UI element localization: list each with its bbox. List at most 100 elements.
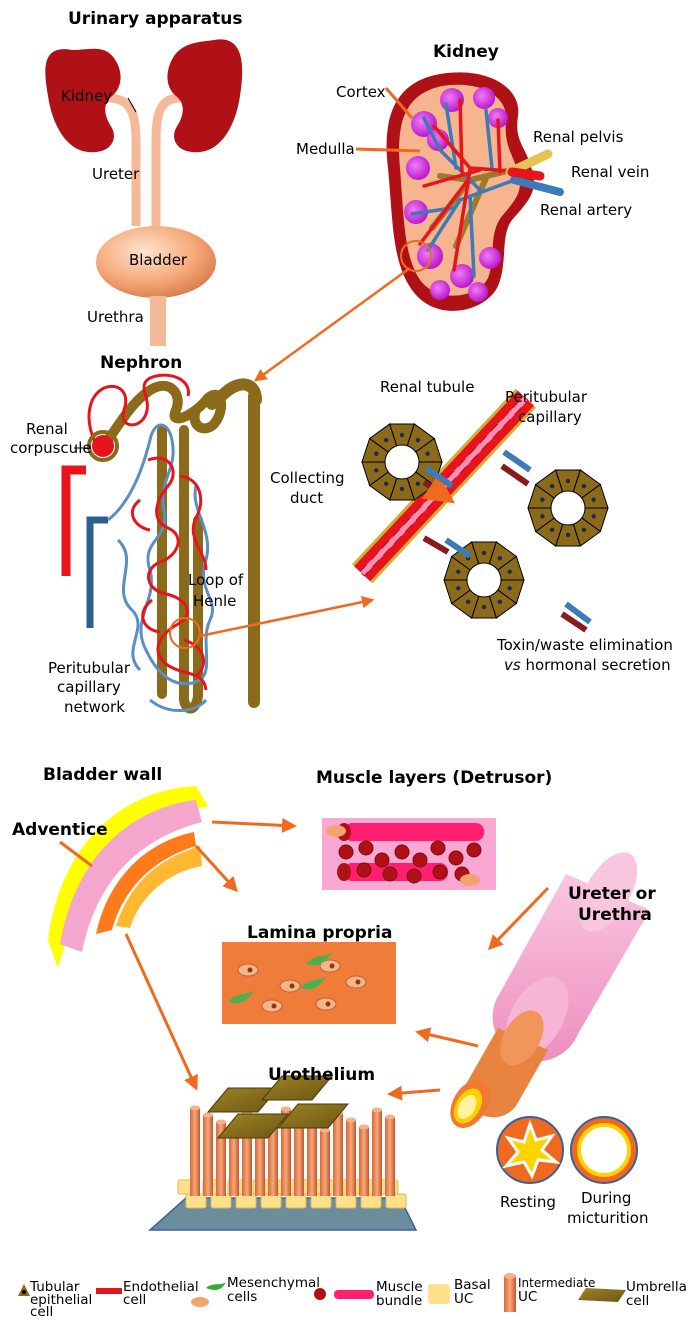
legend-muscle-2: bundle bbox=[376, 1294, 422, 1309]
peritubular-network-label-2: capillary bbox=[57, 679, 121, 696]
toxin-label-1: Toxin/waste elimination bbox=[497, 637, 673, 654]
legend-basal-2: UC bbox=[454, 1292, 473, 1307]
basal-cell bbox=[211, 1194, 231, 1208]
basal-cell bbox=[236, 1194, 256, 1208]
collecting-duct bbox=[212, 384, 256, 702]
ureter-urethra-label-1: Ureter or bbox=[568, 885, 656, 904]
muscle-cross-section bbox=[413, 853, 427, 867]
legend-endothelial-2: cell bbox=[123, 1293, 146, 1308]
kidney-label: Kidney bbox=[61, 88, 112, 105]
efferent-vein bbox=[90, 520, 108, 628]
collecting-duct-label-2: duct bbox=[290, 490, 323, 507]
renal-corpuscule-label-2: corpuscule bbox=[10, 440, 92, 457]
renal-corpuscule-label-1: Renal bbox=[26, 421, 68, 438]
muscle-cross-section bbox=[383, 867, 397, 881]
basal-cell bbox=[286, 1194, 306, 1208]
muscle-cross-section bbox=[339, 845, 353, 859]
medulla-label: Medulla bbox=[296, 141, 355, 158]
adventice-label: Adventice bbox=[12, 821, 108, 840]
peritubular-network-label-1: Peritubular bbox=[48, 660, 130, 677]
kidney-title: Kidney bbox=[433, 43, 499, 62]
muscle-fibers bbox=[326, 823, 484, 886]
intermediate-cell bbox=[307, 1121, 317, 1197]
basal-cell bbox=[361, 1194, 381, 1208]
muscle-cross-section bbox=[467, 843, 481, 857]
lamina-propria-box bbox=[222, 942, 396, 1024]
renal-vein-label: Renal vein bbox=[571, 164, 649, 181]
basal-cell bbox=[311, 1194, 331, 1208]
intermediate-cell bbox=[346, 1118, 356, 1197]
muscle-cross-section bbox=[449, 851, 463, 865]
muscle-cross-section bbox=[375, 853, 389, 867]
urinary-apparatus-title: Urinary apparatus bbox=[68, 10, 242, 29]
left-ureter bbox=[108, 98, 136, 226]
cortex-label: Cortex bbox=[336, 84, 386, 101]
collecting-duct-label-1: Collecting bbox=[270, 470, 345, 487]
urethra-label: Urethra bbox=[87, 309, 144, 326]
intermediate-cell bbox=[359, 1125, 369, 1197]
hormonal-text: hormonal secretion bbox=[521, 656, 671, 674]
ureter-urethra-label-2: Urethra bbox=[578, 906, 652, 925]
legend-intermediate-2: UC bbox=[518, 1290, 537, 1305]
muscle-cross-section bbox=[431, 841, 445, 855]
intermediate-cell bbox=[190, 1106, 200, 1197]
distended-lumen bbox=[579, 1125, 629, 1175]
loop-of-henle-label-2: Henle bbox=[193, 593, 236, 610]
bladder-label: Bladder bbox=[129, 252, 187, 269]
afferent-vessel bbox=[66, 470, 86, 576]
right-ureter bbox=[156, 98, 180, 226]
intermediate-cell bbox=[203, 1113, 213, 1197]
legend-umbrella-2: cell bbox=[626, 1294, 649, 1309]
renal-tubule-label: Renal tubule bbox=[380, 379, 474, 396]
nephron-title: Nephron bbox=[100, 354, 182, 373]
resting-label: Resting bbox=[500, 1194, 556, 1211]
renal-pelvis-label: Renal pelvis bbox=[533, 129, 623, 146]
ureter-label: Ureter bbox=[92, 166, 139, 183]
peritubular-capillary-label-1: Peritubular bbox=[505, 389, 587, 406]
right-kidney bbox=[167, 39, 242, 152]
during-label-1: During bbox=[581, 1190, 631, 1207]
basal-cell bbox=[261, 1194, 281, 1208]
urothelium-diagram bbox=[150, 1076, 416, 1230]
intermediate-cell bbox=[333, 1111, 343, 1197]
glomerulus bbox=[92, 435, 114, 457]
toxin-label-2: vs hormonal secretion bbox=[504, 657, 671, 674]
tubule-ring bbox=[528, 470, 608, 546]
kidney-section-diagram bbox=[256, 72, 560, 380]
legend-intermediate-icon bbox=[504, 1273, 516, 1312]
legend-muscle-icon bbox=[314, 1288, 374, 1300]
basal-cell bbox=[336, 1194, 356, 1208]
urinary-apparatus-diagram bbox=[45, 39, 242, 346]
muscle-cross-section bbox=[433, 865, 447, 879]
muscle-cross-section bbox=[359, 841, 373, 855]
legend-tubular-3: cell bbox=[30, 1305, 53, 1320]
peritubular-capillary-label-2: capillary bbox=[518, 409, 582, 426]
basal-cell bbox=[186, 1194, 206, 1208]
intermediate-cell bbox=[320, 1128, 330, 1197]
basal-cell bbox=[386, 1194, 406, 1208]
renal-artery-label: Renal artery bbox=[540, 202, 632, 219]
muscle-bundle bbox=[337, 823, 484, 841]
loop-of-henle bbox=[162, 430, 198, 709]
lamina-propria-title: Lamina propria bbox=[247, 924, 392, 943]
muscle-cross-section bbox=[407, 869, 421, 883]
during-label-2: micturition bbox=[567, 1210, 648, 1227]
muscle-cross-section bbox=[357, 863, 371, 877]
legend-mesenchymal-2: cells bbox=[227, 1290, 257, 1305]
loop-of-henle-label-1: Loop of bbox=[188, 572, 243, 589]
tubule-ring bbox=[444, 542, 524, 618]
legend-endothelial-icon bbox=[96, 1288, 122, 1294]
intermediate-cell bbox=[372, 1108, 382, 1197]
bladder-wall-title: Bladder wall bbox=[43, 766, 162, 785]
renal-artery-tube bbox=[512, 172, 540, 176]
muscle-layers-title: Muscle layers (Detrusor) bbox=[316, 769, 552, 788]
muscle-layers-box bbox=[322, 818, 496, 890]
intermediate-cell bbox=[385, 1115, 395, 1197]
urethra bbox=[150, 296, 166, 346]
lumen-states bbox=[497, 1117, 637, 1183]
muscle-cross-section bbox=[395, 845, 409, 859]
peritubular-network-label-3: network bbox=[64, 699, 125, 716]
legend-basal-icon bbox=[428, 1284, 450, 1304]
urothelium-title: Urothelium bbox=[268, 1066, 375, 1085]
vs-text: vs bbox=[504, 656, 521, 674]
